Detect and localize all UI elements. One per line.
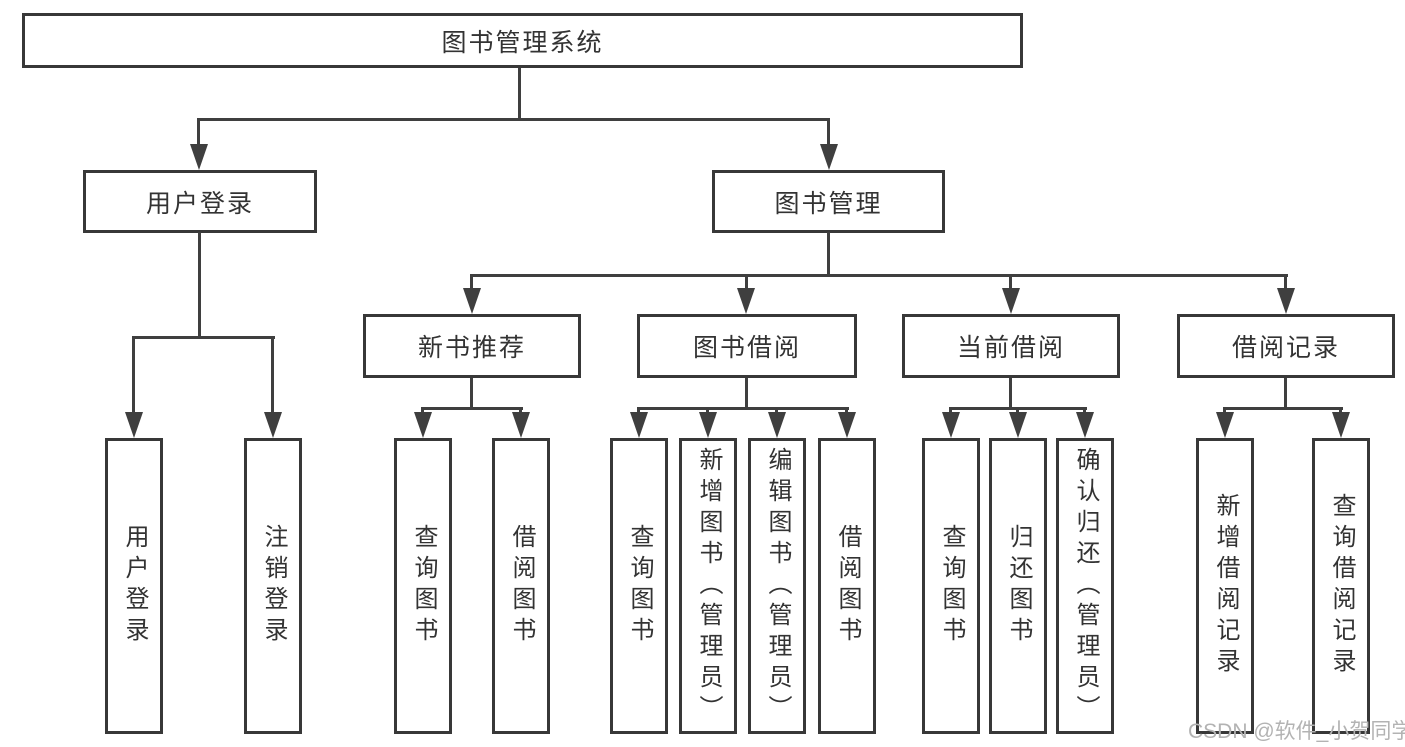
connector-arrowhead bbox=[1076, 412, 1094, 438]
connector-line bbox=[421, 407, 424, 414]
node-new-book-recommend: 新书推荐 bbox=[363, 314, 581, 378]
watermark-text: CSDN @软件_小贺同学 bbox=[1188, 720, 1405, 743]
connector-arrowhead bbox=[699, 412, 717, 438]
node-label: 查询图书 bbox=[626, 524, 653, 648]
connector-line bbox=[1223, 407, 1226, 414]
connector-line bbox=[845, 407, 848, 414]
node-label: 查询图书 bbox=[938, 524, 965, 648]
connector-arrowhead bbox=[512, 412, 530, 438]
node-label: 借阅记录 bbox=[1231, 334, 1340, 362]
connector-arrowhead bbox=[838, 412, 856, 438]
node-label: 查询借阅记录 bbox=[1328, 493, 1355, 679]
connector-line bbox=[1009, 378, 1012, 410]
node-confirm-return-admin: 确认归还（管理员） bbox=[1056, 438, 1114, 734]
connector-arrowhead bbox=[1332, 412, 1350, 438]
node-add-borrow-record: 新增借阅记录 bbox=[1196, 438, 1254, 734]
connector-line bbox=[421, 407, 523, 410]
node-label: 借阅图书 bbox=[834, 524, 861, 648]
node-label: 归还图书 bbox=[1005, 524, 1032, 648]
connector-line bbox=[706, 407, 709, 414]
node-borrow-records: 借阅记录 bbox=[1177, 314, 1395, 378]
connector-line bbox=[470, 378, 473, 410]
connector-arrowhead bbox=[942, 412, 960, 438]
node-label: 图书管理系统 bbox=[441, 28, 604, 57]
node-label: 新书推荐 bbox=[417, 334, 526, 362]
connector-line bbox=[1016, 407, 1019, 414]
connector-arrowhead bbox=[768, 412, 786, 438]
connector-line bbox=[745, 274, 748, 290]
connector-arrowhead bbox=[1002, 288, 1020, 314]
connector-arrowhead bbox=[463, 288, 481, 314]
node-current-borrow: 当前借阅 bbox=[902, 314, 1120, 378]
connector-line bbox=[198, 232, 201, 339]
connector-line bbox=[470, 274, 1288, 277]
connector-line bbox=[518, 68, 521, 120]
connector-line bbox=[519, 407, 522, 414]
node-label: 用户登录 bbox=[145, 189, 254, 218]
node-borrow-books-borrow: 借阅图书 bbox=[818, 438, 876, 734]
node-user-login: 用户登录 bbox=[83, 170, 317, 233]
node-label: 新增借阅记录 bbox=[1212, 493, 1239, 679]
connector-arrowhead bbox=[630, 412, 648, 438]
node-book-borrow: 图书借阅 bbox=[637, 314, 857, 378]
connector-line bbox=[1284, 274, 1287, 290]
connector-line bbox=[827, 118, 830, 146]
connector-line bbox=[949, 407, 952, 414]
node-query-borrow-record: 查询借阅记录 bbox=[1312, 438, 1370, 734]
connector-line bbox=[637, 407, 640, 414]
node-edit-books-admin: 编辑图书（管理员） bbox=[748, 438, 806, 734]
connector-line bbox=[1223, 407, 1343, 410]
connector-line bbox=[271, 336, 274, 414]
node-return-books: 归还图书 bbox=[989, 438, 1047, 734]
connector-line bbox=[745, 378, 748, 410]
connector-line bbox=[637, 407, 849, 410]
connector-arrowhead bbox=[414, 412, 432, 438]
connector-arrowhead bbox=[737, 288, 755, 314]
connector-line bbox=[470, 274, 473, 290]
node-query-books-current: 查询图书 bbox=[922, 438, 980, 734]
node-user-login-leaf: 用户登录 bbox=[105, 438, 163, 734]
connector-line bbox=[197, 118, 830, 121]
connector-arrowhead bbox=[190, 144, 208, 170]
node-label: 确认归还（管理员） bbox=[1072, 446, 1099, 726]
node-label: 用户登录 bbox=[121, 524, 148, 648]
connector-line bbox=[775, 407, 778, 414]
connector-line bbox=[1009, 274, 1012, 290]
connector-arrowhead bbox=[820, 144, 838, 170]
node-label: 借阅图书 bbox=[508, 524, 535, 648]
node-label: 查询图书 bbox=[410, 524, 437, 648]
node-book-management: 图书管理 bbox=[712, 170, 945, 233]
connector-line bbox=[1339, 407, 1342, 414]
connector-line bbox=[1284, 378, 1287, 410]
node-library-management-system: 图书管理系统 bbox=[22, 13, 1023, 68]
node-label: 编辑图书（管理员） bbox=[764, 446, 791, 726]
connector-arrowhead bbox=[1216, 412, 1234, 438]
node-logout: 注销登录 bbox=[244, 438, 302, 734]
connector-line bbox=[132, 336, 275, 339]
connector-arrowhead bbox=[125, 412, 143, 438]
node-label: 当前借阅 bbox=[956, 334, 1065, 362]
connector-line bbox=[827, 232, 830, 277]
connector-arrowhead bbox=[1277, 288, 1295, 314]
node-query-books-newbook: 查询图书 bbox=[394, 438, 452, 734]
node-label: 图书管理 bbox=[774, 189, 883, 218]
node-label: 图书借阅 bbox=[692, 334, 801, 362]
node-label: 新增图书（管理员） bbox=[695, 446, 722, 726]
node-add-books-admin: 新增图书（管理员） bbox=[679, 438, 737, 734]
connector-line bbox=[1083, 407, 1086, 414]
node-label: 注销登录 bbox=[260, 524, 287, 648]
connector-line bbox=[132, 336, 135, 414]
node-borrow-books-newbook: 借阅图书 bbox=[492, 438, 550, 734]
node-query-books-borrow: 查询图书 bbox=[610, 438, 668, 734]
connector-line bbox=[197, 118, 200, 146]
connector-arrowhead bbox=[1009, 412, 1027, 438]
connector-arrowhead bbox=[264, 412, 282, 438]
